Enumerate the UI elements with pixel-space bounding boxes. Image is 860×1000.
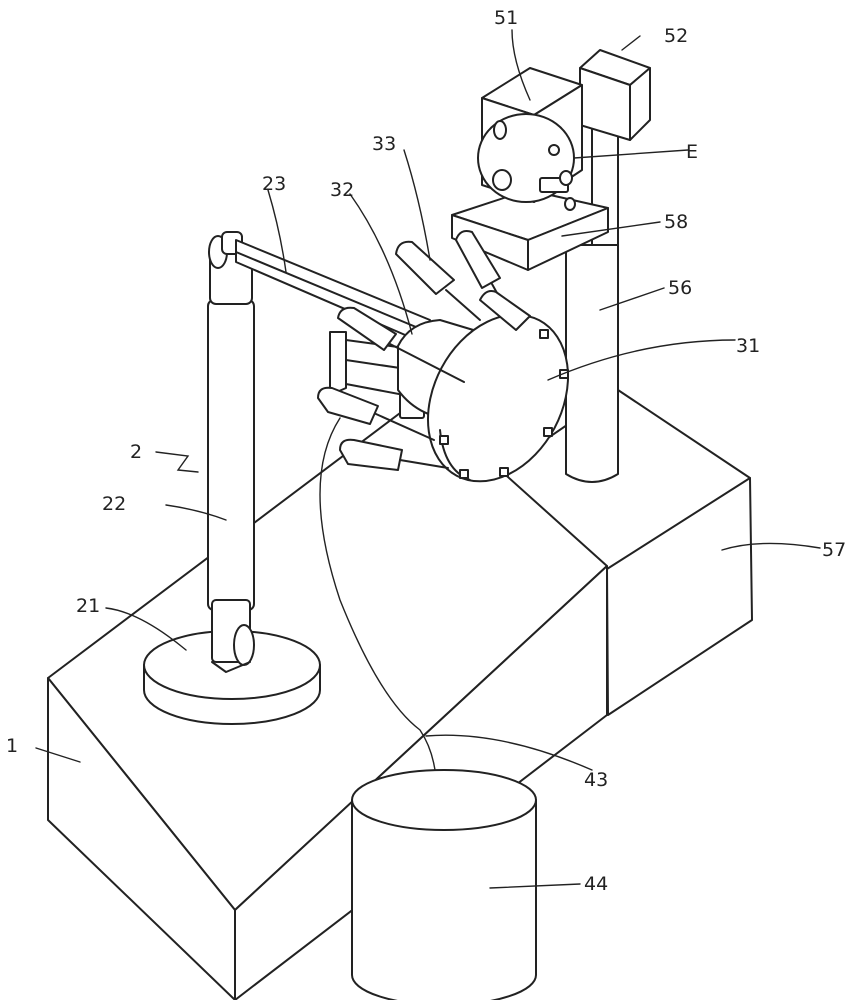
label-56: 56 bbox=[668, 277, 692, 299]
label-57: 57 bbox=[822, 539, 846, 561]
label-43: 43 bbox=[584, 769, 608, 791]
leader-lines bbox=[35, 29, 821, 889]
bucket-44 bbox=[351, 769, 537, 1000]
turntable-21 bbox=[143, 630, 321, 725]
label-23: 23 bbox=[262, 173, 286, 195]
label-31: 31 bbox=[736, 335, 760, 357]
label-21: 21 bbox=[76, 595, 100, 617]
label-52: 52 bbox=[664, 25, 688, 47]
vertical-strut-22 bbox=[207, 231, 255, 673]
label-22: 22 bbox=[102, 493, 126, 515]
label-51: 51 bbox=[494, 7, 518, 29]
block-52 bbox=[579, 49, 651, 141]
wire-43 bbox=[319, 417, 438, 809]
reference-numerals: 1 2 22 21 23 32 33 31 51 52 E 58 56 57 4… bbox=[6, 7, 846, 895]
gripper-assembly bbox=[317, 230, 570, 483]
block-51 bbox=[477, 67, 583, 211]
label-44: 44 bbox=[584, 873, 608, 895]
label-E: E bbox=[686, 141, 698, 163]
label-58: 58 bbox=[664, 211, 688, 233]
label-2: 2 bbox=[130, 441, 142, 463]
label-33: 33 bbox=[372, 133, 396, 155]
label-32: 32 bbox=[330, 179, 354, 201]
label-1: 1 bbox=[6, 735, 18, 757]
